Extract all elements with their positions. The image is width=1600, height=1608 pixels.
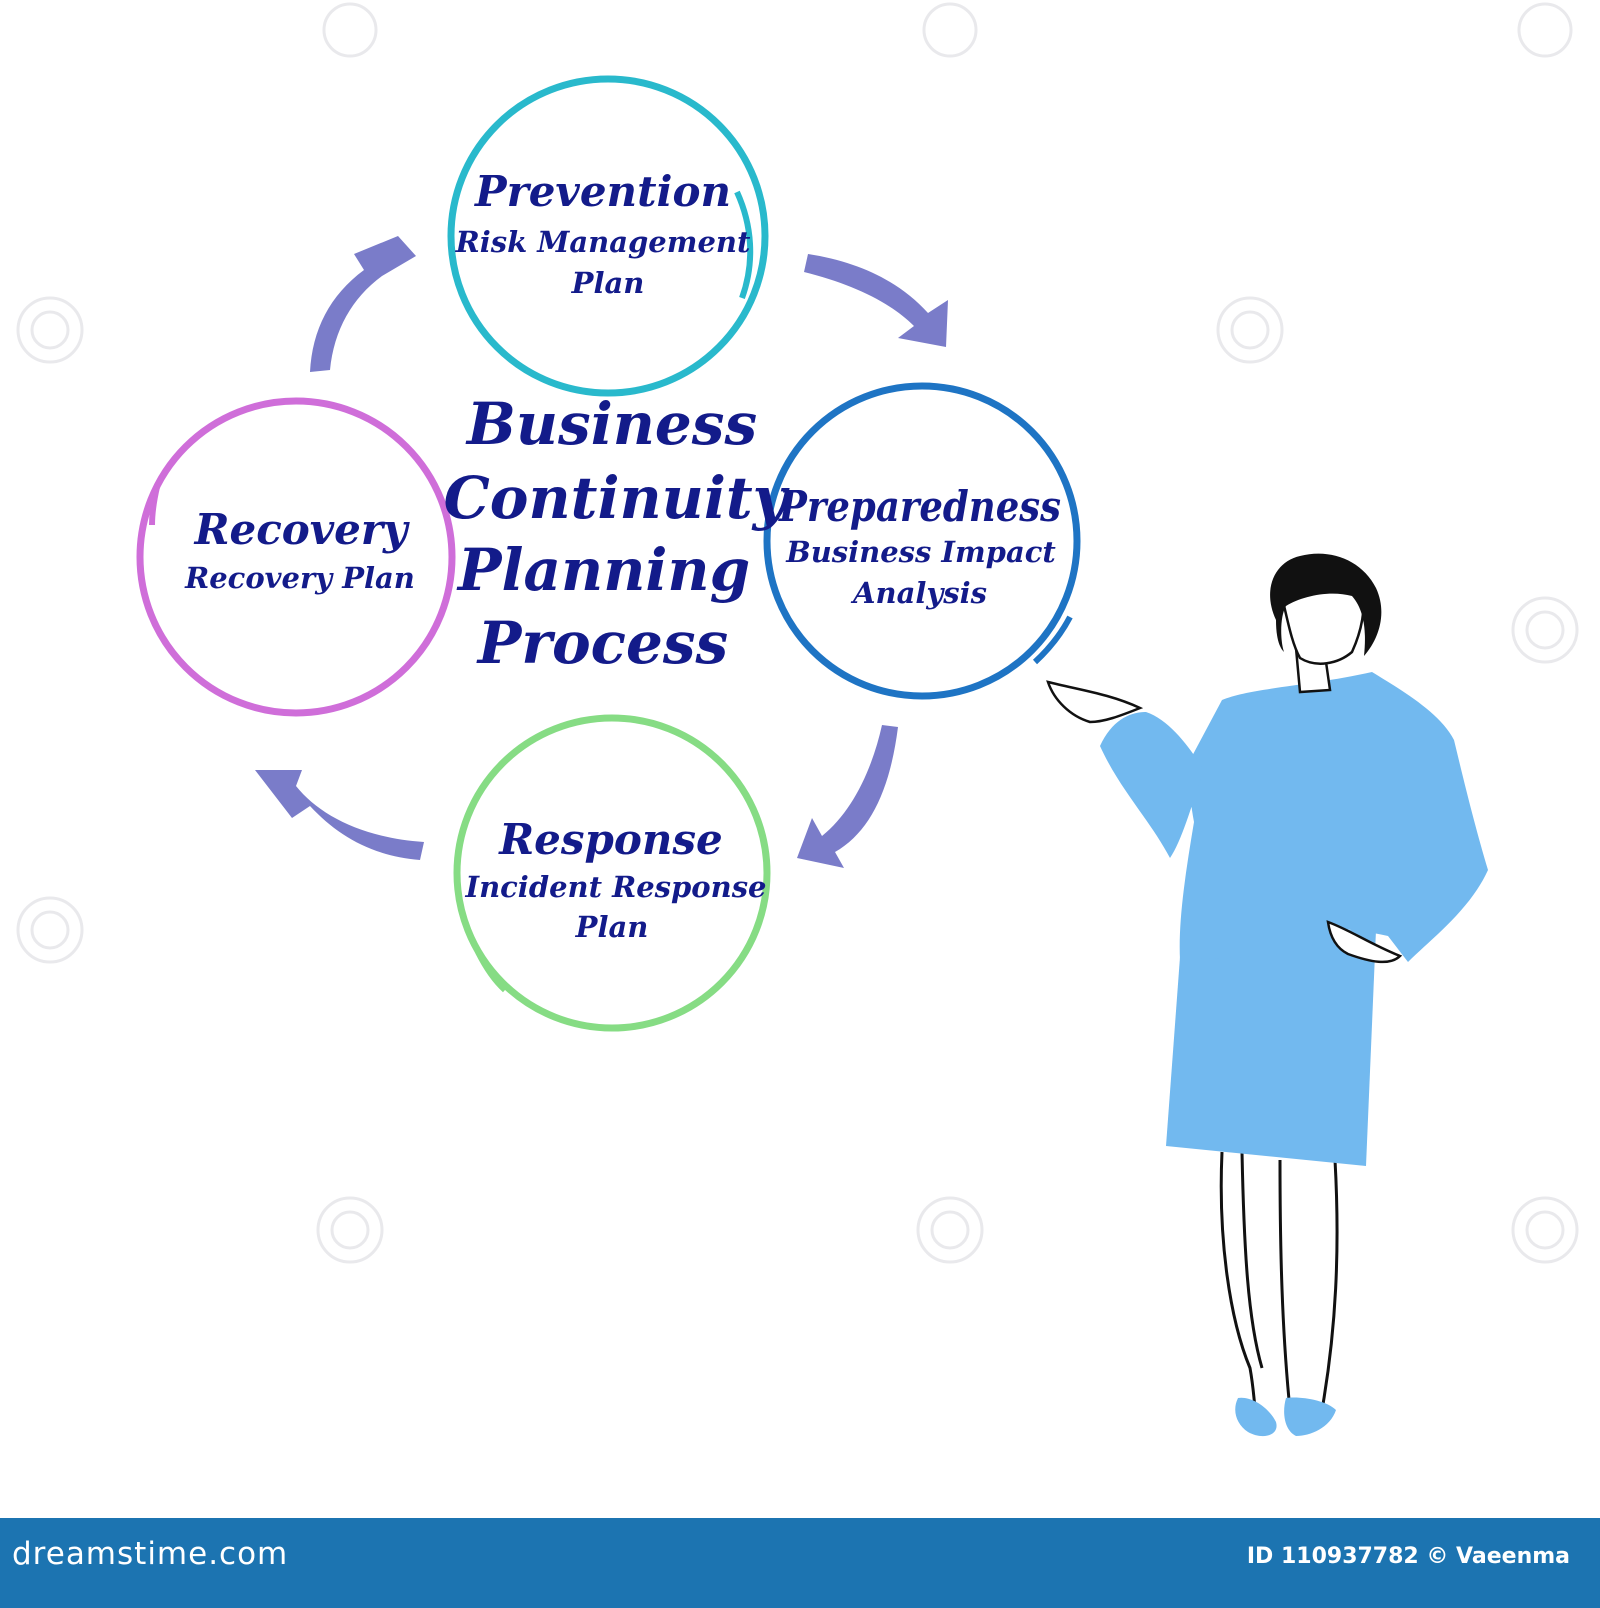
central-title-line-2: Continuity xyxy=(444,464,791,532)
arrow-prevention-to-preparedness xyxy=(804,254,948,347)
preparedness-text: Preparedness Business Impact Analysis xyxy=(778,482,1061,610)
recovery-subtitle-line-1: Recovery Plan xyxy=(184,561,415,595)
presenter-legs xyxy=(1219,1151,1339,1415)
recovery-title: Recovery xyxy=(194,505,410,554)
dreamstime-logo[interactable]: dreamstime.com xyxy=(12,1536,289,1572)
prevention-circle xyxy=(447,75,769,397)
presenter-hair xyxy=(1270,553,1382,656)
presenter-hand xyxy=(1046,680,1144,724)
preparedness-title: Preparedness xyxy=(778,482,1061,531)
response-circle xyxy=(453,714,771,1032)
cycle-arrows xyxy=(255,236,948,868)
image-credit: ID 110937782 © Vaeenma xyxy=(1246,1544,1570,1569)
presenter-shoes xyxy=(1235,1397,1336,1437)
footer-bar: dreamstime.com ID 110937782 © Vaeenma xyxy=(0,1518,1600,1608)
presenter-arm xyxy=(1100,712,1204,858)
preparedness-circle xyxy=(763,382,1081,700)
prevention-subtitle-line-1: Risk Management xyxy=(455,225,751,259)
response-title: Response xyxy=(498,815,723,864)
arrow-preparedness-to-response xyxy=(797,725,898,868)
response-text: Response Incident Response Plan xyxy=(465,815,767,944)
recovery-circle xyxy=(136,397,456,717)
recovery-text: Recovery Recovery Plan xyxy=(184,505,415,595)
prevention-subtitle-line-2: Plan xyxy=(571,266,645,300)
central-title-line-4: Process xyxy=(476,609,728,677)
preparedness-subtitle-line-1: Business Impact xyxy=(785,535,1056,569)
central-title-line-3: Planning xyxy=(456,536,750,604)
central-title: Business Continuity Planning Process xyxy=(444,390,791,677)
presenter-skirt xyxy=(1166,930,1376,1166)
presenter-hip-hand xyxy=(1326,920,1403,964)
presenter-jacket xyxy=(1179,672,1488,962)
presenter-illustration xyxy=(1046,553,1488,1437)
arrow-response-to-recovery xyxy=(255,770,424,860)
response-subtitle-line-1: Incident Response xyxy=(465,870,767,904)
response-subtitle-line-2: Plan xyxy=(575,910,649,944)
prevention-title: Prevention xyxy=(474,167,731,216)
prevention-text: Prevention Risk Management Plan xyxy=(455,167,751,300)
arrow-recovery-to-prevention xyxy=(310,236,416,372)
central-title-line-1: Business xyxy=(465,390,757,458)
preparedness-subtitle-line-2: Analysis xyxy=(850,576,987,610)
